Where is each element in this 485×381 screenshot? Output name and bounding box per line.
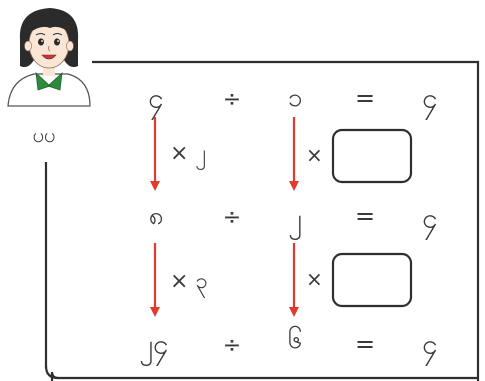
- row2-operator: ÷: [223, 205, 241, 230]
- equation-row-3: ၂၄ ÷ ၆ = ၄: [139, 323, 438, 367]
- row1-equals: =: [355, 84, 375, 112]
- exercise-frame: [52, 62, 478, 381]
- row3-equals: =: [355, 330, 375, 358]
- row1-divisor: ၁: [288, 83, 303, 113]
- row1-dividend: ၄: [148, 82, 164, 121]
- character-name: ပပ: [33, 123, 56, 147]
- row3-result: ၄: [422, 328, 438, 367]
- step2-right-symbol: ×: [306, 267, 323, 291]
- row1-result: ၄: [422, 82, 438, 121]
- step1-answer-box[interactable]: [333, 130, 411, 182]
- row2-dividend: ၈: [149, 201, 164, 231]
- row1-operator: ÷: [223, 87, 241, 112]
- character-eye-left: [38, 38, 44, 45]
- row3-operator: ÷: [223, 333, 241, 358]
- step2-left-label: × ၃: [170, 269, 208, 298]
- step1-right-symbol: ×: [306, 143, 323, 167]
- character-shirt: [8, 74, 90, 106]
- equation-row-1: ၄ ÷ ၁ = ၄: [148, 82, 438, 121]
- step2-answer-box[interactable]: [333, 254, 411, 306]
- character-illustration: [8, 8, 90, 106]
- row2-equals: =: [355, 202, 375, 230]
- step1-left-label: × ၂: [170, 141, 206, 170]
- equation-row-2: ၈ ÷ ၂ = ၄: [149, 201, 438, 241]
- character-eye-right: [54, 38, 60, 45]
- row2-result: ၄: [422, 202, 438, 241]
- row2-divisor: ၂: [288, 202, 302, 241]
- row3-dividend: ၂၄: [139, 328, 169, 367]
- row3-divisor: ၆: [288, 323, 303, 355]
